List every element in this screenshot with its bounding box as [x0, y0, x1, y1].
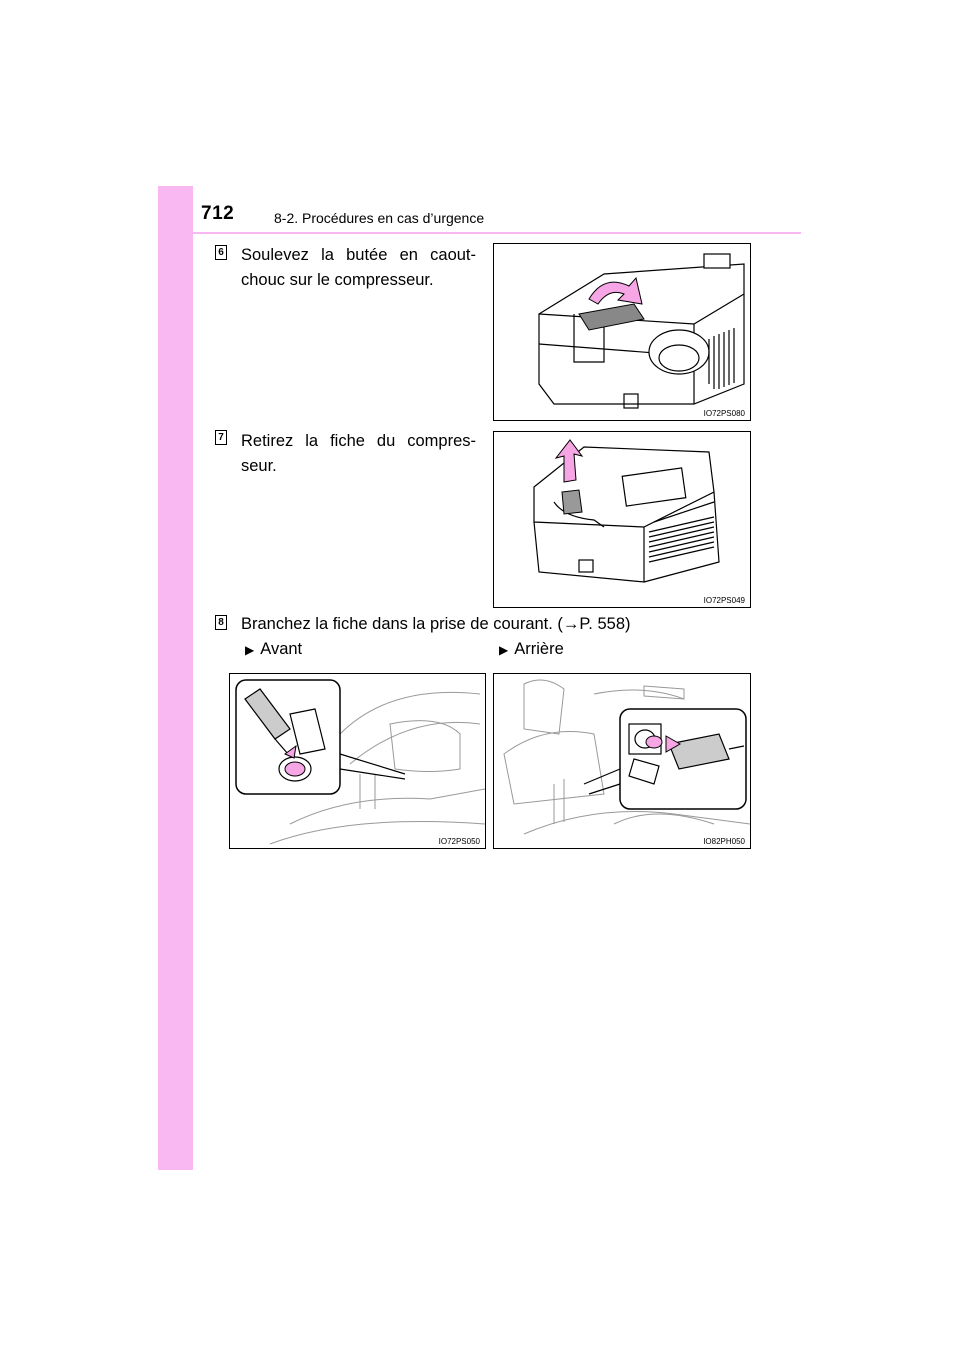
header-rule: [193, 232, 801, 234]
step-8-badge: 8: [215, 615, 227, 630]
option-rear-label: ▶ Arrière: [499, 640, 564, 659]
compressor-stopper-illustration: [538, 253, 745, 409]
figure-front-socket: IO72PS050: [229, 673, 486, 849]
figure-code: IO72PS049: [702, 596, 746, 605]
compressor-plug-illustration: [533, 439, 720, 583]
figure-code: IO82PH050: [702, 837, 746, 846]
step-7-badge: 7: [215, 430, 227, 445]
section-title: 8-2. Procédures en cas d’urgence: [274, 210, 485, 226]
triangle-right-icon: ▶: [499, 642, 509, 657]
figure-code: IO72PS080: [702, 409, 746, 418]
figure-rear-socket: IO82PH050: [493, 673, 751, 849]
figure-rubber-stopper: IO72PS080: [493, 243, 751, 421]
figure-code: IO72PS050: [437, 837, 481, 846]
rear-socket-illustration: [503, 679, 750, 835]
option-rear-text: Arrière: [514, 640, 564, 658]
option-front-label: ▶ Avant: [245, 640, 302, 659]
step-8-text: Branchez la fiche dans la prise de coura…: [241, 615, 631, 633]
page-number: 712: [201, 203, 235, 224]
triangle-right-icon: ▶: [245, 642, 255, 657]
step-6-text: Soulevez la butée en caout-chouc sur le …: [241, 246, 476, 289]
figure-remove-plug: IO72PS049: [493, 431, 751, 608]
step-6-badge: 6: [215, 245, 227, 260]
option-front-text: Avant: [260, 640, 303, 658]
front-socket-illustration: [235, 679, 485, 845]
step-7-text: Retirez la fiche du compres-seur.: [241, 432, 476, 475]
side-tab-bar: [158, 186, 193, 1170]
